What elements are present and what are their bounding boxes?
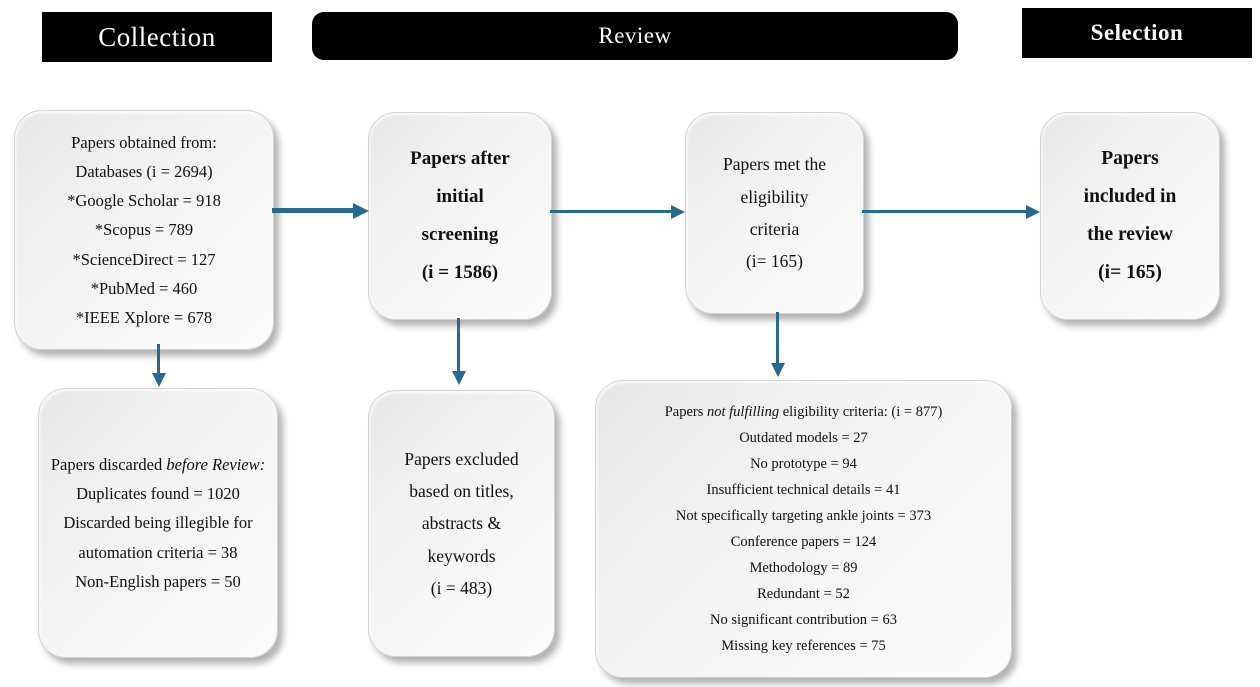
notfulfilling-item: Redundant = 52	[757, 586, 850, 603]
notfulfilling-item: Insufficient technical details = 41	[706, 481, 901, 498]
included-line: the review	[1087, 224, 1173, 245]
obtained-line: *ScienceDirect = 127	[72, 249, 216, 269]
excluded-line: Papers excluded	[404, 448, 519, 469]
eligibility-line: criteria	[749, 219, 800, 239]
arrow-shaft	[862, 210, 1027, 213]
arrow-right-head-icon	[353, 202, 369, 219]
eligibility-line: Papers met the	[722, 154, 827, 175]
arrow-down-head-icon	[770, 363, 785, 377]
arrow-right-head-icon	[671, 204, 685, 219]
notfulfilling-item: Conference papers = 124	[730, 534, 877, 550]
after-line: Papers after	[410, 148, 510, 169]
obtained-line: *PubMed = 460	[90, 278, 198, 298]
arrow-shaft	[272, 208, 354, 213]
excluded-line: keywords	[427, 545, 496, 566]
notfulfilling-title-italic: not fulfilling	[706, 403, 780, 420]
arrow-right-head-icon	[1026, 204, 1040, 219]
notfulfilling-item: No prototype = 94	[750, 455, 857, 472]
box-papers-discarded: Papers discarded before Review: Duplicat…	[38, 388, 278, 658]
discarded-title-italic: before Review:	[166, 455, 266, 475]
notfulfilling-title: Papers not fulfilling eligibility criter…	[665, 399, 943, 425]
notfulfilling-item: Outdated models = 27	[739, 429, 868, 446]
discarded-item: Duplicates found = 1020	[76, 484, 240, 504]
discarded-item: Discarded being illegible for automation…	[63, 513, 253, 562]
after-line: (i = 1586)	[421, 262, 499, 283]
box-papers-met-eligibility: Papers met the eligibility criteria (i= …	[685, 112, 864, 314]
eligibility-line: (i= 165)	[745, 251, 803, 272]
arrow-shaft	[776, 312, 779, 364]
obtained-line: *IEEE Xplore = 678	[75, 307, 213, 327]
after-line: initial	[436, 186, 484, 207]
notfulfilling-item: Missing key references = 75	[721, 638, 886, 655]
discarded-title: Papers discarded before Review:	[51, 450, 265, 479]
included-line: Papers	[1101, 147, 1159, 169]
after-line: screening	[421, 224, 499, 245]
box-papers-after-screening: Papers after initial screening (i = 1586…	[368, 112, 552, 320]
notfulfilling-item: No significant contribution = 63	[710, 612, 897, 629]
arrow-down-head-icon	[451, 371, 466, 385]
discarded-title-prefix: Papers discarded	[50, 455, 167, 475]
eligibility-line: eligibility	[740, 186, 809, 207]
notfulfilling-title-prefix: Papers	[664, 403, 707, 420]
arrow-shaft	[457, 318, 460, 372]
header-selection-label: Selection	[1090, 20, 1184, 45]
notfulfilling-item: Methodology = 89	[749, 560, 858, 577]
header-review-label: Review	[598, 23, 672, 48]
obtained-line: *Google Scholar = 918	[67, 191, 221, 211]
header-selection: Selection	[1022, 8, 1252, 58]
box-papers-excluded: Papers excluded based on titles, abstrac…	[368, 390, 555, 657]
excluded-line: based on titles,	[409, 480, 514, 501]
arrow-shaft	[550, 210, 672, 213]
arrow-down-head-icon	[151, 373, 166, 387]
included-line: included in	[1083, 185, 1177, 207]
excluded-line: abstracts &	[421, 513, 502, 534]
included-line: (i= 165)	[1098, 262, 1162, 284]
box-papers-not-fulfilling: Papers not fulfilling eligibility criter…	[595, 380, 1012, 678]
discarded-item: Non-English papers = 50	[75, 571, 241, 591]
header-review: Review	[312, 12, 958, 60]
obtained-line: Papers obtained from:	[71, 133, 217, 153]
notfulfilling-title-suffix: eligibility criteria: (i = 877)	[779, 403, 943, 420]
arrow-shaft	[157, 344, 160, 374]
box-papers-included: Papers included in the review (i= 165)	[1040, 112, 1220, 320]
notfulfilling-item: Not specifically targeting ankle joints …	[675, 507, 932, 524]
header-collection: Collection	[42, 12, 272, 62]
box-papers-obtained: Papers obtained from: Databases (i = 269…	[14, 110, 274, 350]
obtained-line: Databases (i = 2694)	[75, 162, 213, 182]
obtained-line: *Scopus = 789	[94, 220, 194, 240]
excluded-line: (i = 483)	[430, 578, 493, 599]
header-collection-label: Collection	[98, 21, 216, 52]
